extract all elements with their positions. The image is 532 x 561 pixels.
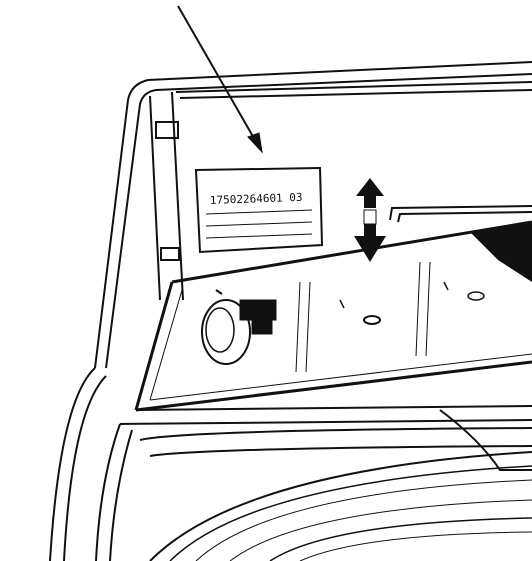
cabinet-body xyxy=(49,367,532,561)
model-label xyxy=(194,166,324,254)
model-label-code: 17502264601 03 xyxy=(210,191,303,207)
lid-frame xyxy=(94,61,532,369)
down-arrow-icon xyxy=(354,209,386,262)
dial-knob xyxy=(201,289,277,365)
control-console xyxy=(134,220,532,412)
pointer-arrow-icon xyxy=(177,5,263,154)
rear-slot xyxy=(389,205,532,223)
up-arrow-icon xyxy=(356,178,384,208)
tub-opening xyxy=(149,451,532,561)
